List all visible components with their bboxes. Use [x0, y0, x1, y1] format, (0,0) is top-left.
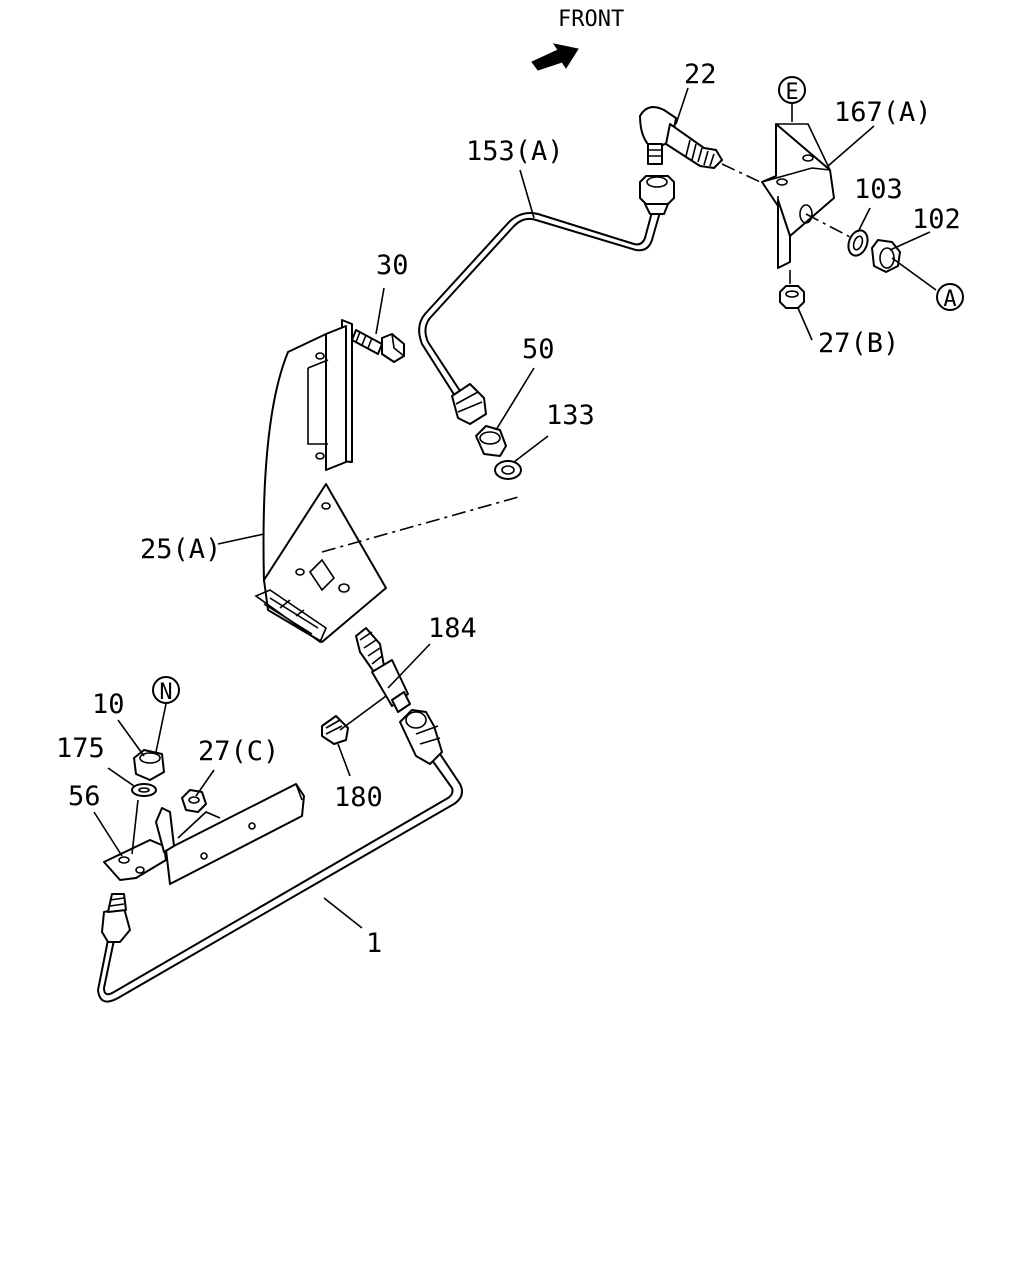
bracket-167a	[761, 123, 853, 269]
label-133: 133	[546, 400, 595, 431]
nut-27c	[181, 789, 207, 813]
pipe-153a	[418, 175, 675, 425]
union-22	[639, 106, 791, 197]
label-102: 102	[912, 204, 961, 235]
pipe-1	[97, 709, 463, 1003]
label-30: 30	[376, 250, 409, 281]
front-arrow-icon	[531, 43, 579, 71]
svg-text:N: N	[159, 680, 172, 705]
washer-133	[494, 460, 522, 480]
label-22: 22	[684, 59, 717, 90]
svg-text:E: E	[785, 80, 798, 105]
label-27b: 27(B)	[818, 328, 899, 359]
bolt-30	[351, 329, 405, 363]
label-56: 56	[68, 781, 101, 812]
label-184: 184	[428, 613, 477, 644]
label-103: 103	[854, 174, 903, 205]
front-label: FRONT	[558, 7, 624, 32]
svg-text:A: A	[943, 287, 956, 312]
bracket-25a	[254, 319, 523, 644]
nut-27b	[779, 270, 805, 309]
washer-103	[847, 229, 869, 257]
label-175: 175	[56, 733, 105, 764]
label-153a: 153(A)	[466, 136, 564, 167]
reference-n-marker	[152, 676, 180, 704]
label-10: 10	[92, 689, 125, 720]
label-25a: 25(A)	[140, 534, 221, 565]
bracket-56	[103, 783, 305, 885]
plug-180	[321, 715, 349, 745]
leader-lines	[93, 87, 931, 929]
label-1: 1	[366, 928, 382, 959]
nut-10	[133, 749, 165, 781]
connector-184	[355, 627, 411, 713]
label-167a: 167(A)	[834, 97, 932, 128]
reference-a-marker	[936, 283, 964, 311]
nut-50	[475, 425, 507, 457]
label-50: 50	[522, 334, 555, 365]
washer-175	[131, 783, 157, 797]
nut-102	[871, 239, 937, 291]
label-27c: 27(C)	[198, 736, 279, 767]
label-180: 180	[334, 782, 383, 813]
